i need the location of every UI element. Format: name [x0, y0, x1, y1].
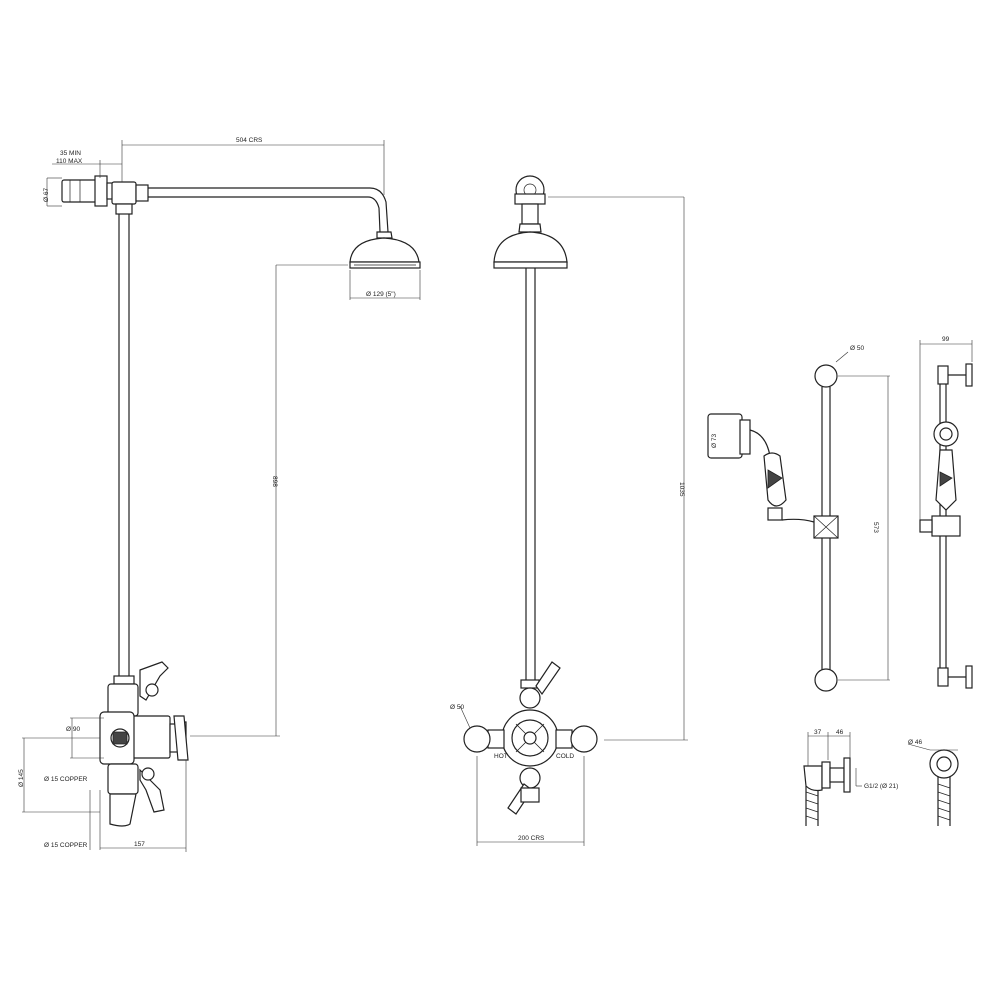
- handset: [707, 413, 815, 523]
- slide-rail-front: [813, 364, 839, 692]
- front-labels: 1035 Ø 50 HOT COLD 200 CRS: [450, 482, 685, 842]
- handset-dimensions: [835, 340, 973, 681]
- outlet-depth-b-label: 46: [836, 729, 844, 736]
- outlet-labels: 37 46 G1/2 (Ø 21) Ø 46: [814, 729, 922, 790]
- wall-flange-top: [61, 175, 114, 207]
- riser-pipe: [118, 214, 130, 676]
- side-dimensions: [22, 140, 421, 852]
- rail-length-label: 573: [872, 522, 879, 533]
- arm-length-label: 504 CRS: [236, 137, 263, 144]
- total-height-label: 1035: [678, 482, 685, 497]
- hot-label: HOT: [494, 753, 508, 760]
- copper-lower-label: Ø 15 COPPER: [44, 842, 88, 849]
- side-labels: 504 CRS 35 MIN 110 MAX Ø 67 Ø 129 (5") 8…: [18, 137, 396, 849]
- wall-flange-dia-label: Ø 67: [43, 188, 50, 202]
- copper-upper-label: Ø 15 COPPER: [44, 776, 88, 783]
- tee-fitting: [111, 181, 149, 215]
- ceiling-flange: [514, 175, 546, 225]
- handset-kit: Ø 73 Ø 50 573 99: [707, 336, 973, 692]
- outlet-flange-dia-label: Ø 46: [908, 739, 922, 746]
- outlet-thread-label: G1/2 (Ø 21): [864, 783, 898, 790]
- rail-depth-label: 99: [942, 336, 950, 343]
- shower-head-front: [493, 223, 568, 269]
- valve-height-label: Ø 145: [18, 769, 25, 787]
- wall-depth-max-label: 110 MAX: [56, 158, 83, 165]
- front-valve: [463, 661, 598, 815]
- valve-body-side: [99, 661, 189, 827]
- wall-depth-min-label: 35 MIN: [60, 150, 81, 157]
- front-view: 1035 Ø 50 HOT COLD 200 CRS: [450, 175, 688, 846]
- wall-outlet-side: [803, 757, 851, 826]
- valve-knob-dia-label: Ø 90: [66, 726, 80, 733]
- handle-dia-label: Ø 50: [450, 704, 464, 711]
- handset-labels: Ø 73 Ø 50 573 99: [711, 336, 950, 533]
- front-riser: [525, 268, 536, 680]
- inlet-centres-label: 200 CRS: [518, 835, 545, 842]
- wall-outlet: 37 46 G1/2 (Ø 21) Ø 46: [803, 729, 959, 826]
- side-view: 504 CRS 35 MIN 110 MAX Ø 67 Ø 129 (5") 8…: [18, 137, 421, 852]
- front-dimensions: [459, 196, 688, 846]
- shower-head-side: [349, 231, 421, 269]
- outlet-dimensions: [807, 732, 958, 787]
- shower-arm: [148, 187, 389, 233]
- projection-label: 157: [134, 841, 145, 848]
- head-dia-label: Ø 129 (5"): [366, 291, 396, 298]
- cold-label: COLD: [556, 753, 574, 760]
- wall-outlet-front: [929, 749, 959, 826]
- handset-dia-label: Ø 73: [711, 434, 718, 448]
- bracket-dia-label: Ø 50: [850, 345, 864, 352]
- slide-rail-side: [919, 363, 973, 689]
- outlet-depth-a-label: 37: [814, 729, 822, 736]
- riser-height-label: 898: [271, 476, 278, 487]
